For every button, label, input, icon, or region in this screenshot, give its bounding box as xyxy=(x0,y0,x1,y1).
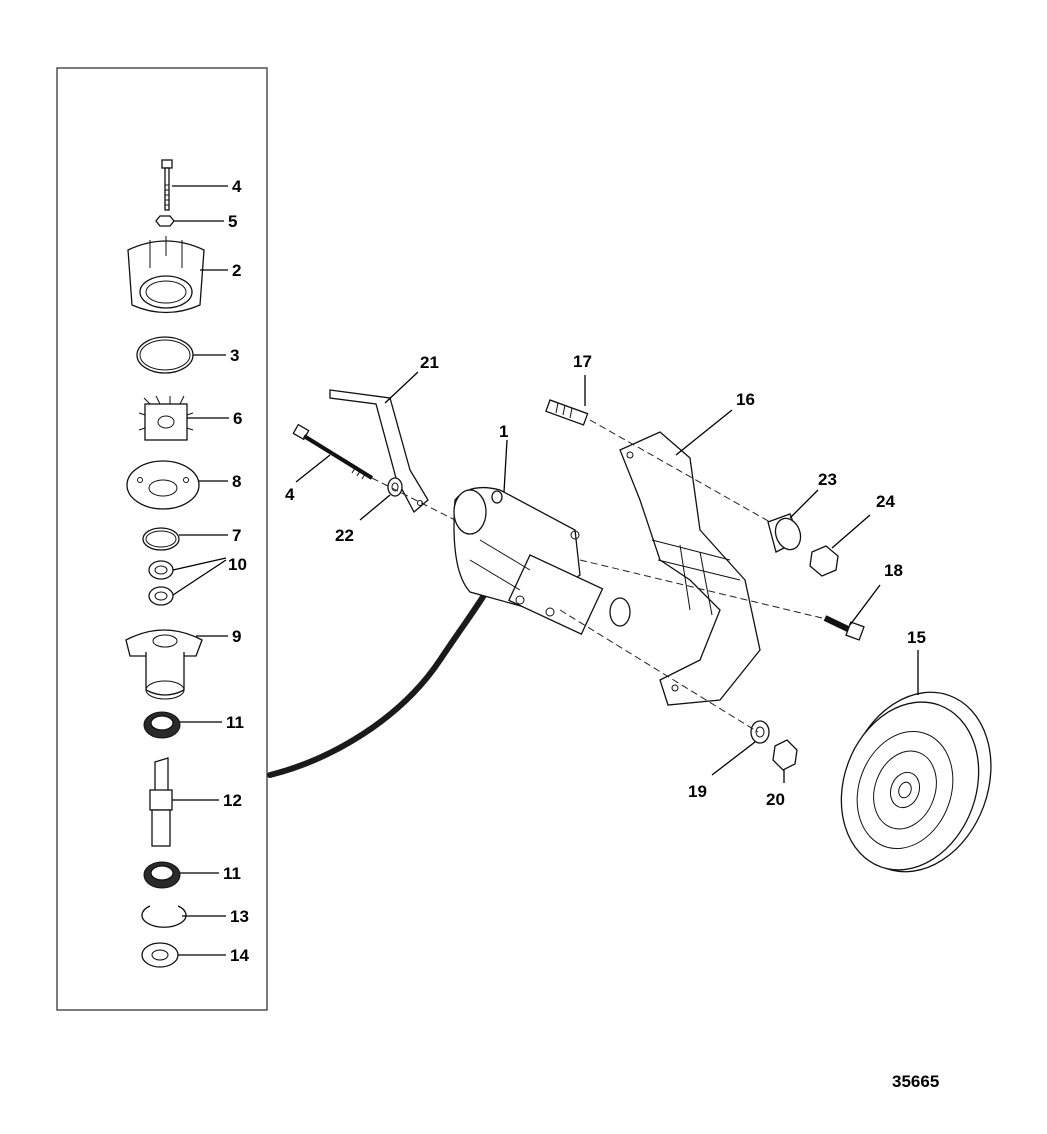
assembly-centerline xyxy=(371,477,456,521)
nut-icon xyxy=(809,545,839,577)
callout-12: 12 xyxy=(223,791,242,810)
nut-icon xyxy=(772,739,798,771)
bolt-icon xyxy=(161,159,173,211)
nut-icon xyxy=(155,215,175,227)
assembly-centerline xyxy=(559,609,759,733)
bracket-icon xyxy=(619,431,761,706)
o-ring-icon xyxy=(136,336,194,374)
callout-2: 2 xyxy=(232,261,241,280)
callout-8: 8 xyxy=(232,472,241,491)
callout-5: 5 xyxy=(228,212,237,231)
callout-11-bottom: 11 xyxy=(223,864,241,883)
hose xyxy=(267,589,489,778)
o-ring-icon xyxy=(142,527,180,551)
callout-6: 6 xyxy=(233,409,242,428)
wear-plate-icon xyxy=(126,460,200,510)
callout-11-top: 11 xyxy=(226,713,244,732)
callout-18: 18 xyxy=(884,561,903,580)
callout-24: 24 xyxy=(876,492,895,511)
callout-16: 16 xyxy=(736,390,755,409)
callout-17: 17 xyxy=(573,352,592,371)
pulley-icon xyxy=(840,691,992,873)
callout-23: 23 xyxy=(818,470,837,489)
washer-icon xyxy=(387,477,403,497)
assembly-centerline xyxy=(589,419,771,523)
callout-20: 20 xyxy=(766,790,785,809)
callout-19: 19 xyxy=(688,782,707,801)
callout-22: 22 xyxy=(335,526,354,545)
shaft-icon xyxy=(149,757,173,847)
figure-id: 35665 xyxy=(892,1072,939,1091)
callout-4-inset: 4 xyxy=(232,177,242,196)
pump-body-icon xyxy=(453,486,631,635)
callout-15: 15 xyxy=(907,628,926,647)
inset-frame xyxy=(56,67,268,1011)
washer-icon xyxy=(141,942,179,968)
callout-9: 9 xyxy=(232,627,241,646)
callout-14: 14 xyxy=(230,946,249,965)
impeller-icon xyxy=(138,395,194,441)
callout-10: 10 xyxy=(228,555,247,574)
cap-icon xyxy=(767,513,802,553)
bearing-icon xyxy=(143,861,181,889)
callout-4-main: 4 xyxy=(285,485,295,504)
assembly-centerline xyxy=(579,559,823,619)
pump-body-icon xyxy=(127,236,205,314)
callout-3: 3 xyxy=(230,346,239,365)
bearing-housing-icon xyxy=(125,629,203,700)
stud-icon xyxy=(545,399,589,426)
bolt-icon xyxy=(823,615,865,641)
callout-7: 7 xyxy=(232,526,241,545)
callout-21: 21 xyxy=(420,353,439,372)
callout-13: 13 xyxy=(230,907,249,926)
bracket-icon xyxy=(329,389,429,514)
callout-1: 1 xyxy=(499,422,508,441)
bearing-icon xyxy=(148,560,174,606)
bolt-icon xyxy=(292,423,374,480)
washer-icon xyxy=(750,720,770,744)
snap-ring-icon xyxy=(141,905,187,928)
bearing-icon xyxy=(143,711,181,739)
